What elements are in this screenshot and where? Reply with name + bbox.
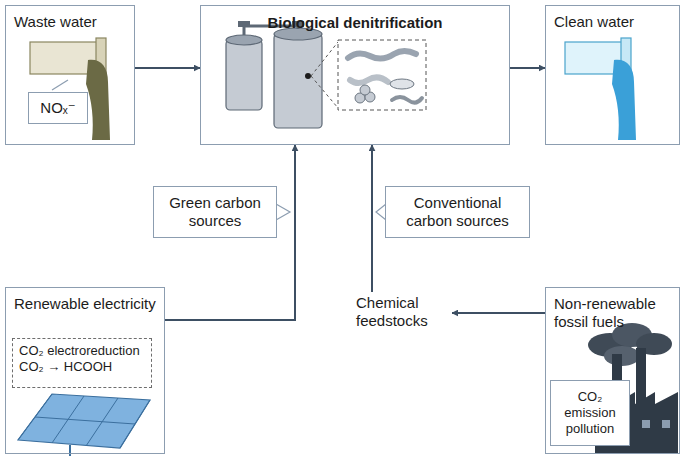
energy-panel: Renewable electricityCO₂ electroreductio… <box>5 287 165 454</box>
solar-panel <box>18 394 150 456</box>
node-text: CO₂ → HCOOH <box>19 359 145 375</box>
process-panel: Biological denitrification <box>200 5 510 145</box>
carbon-callout: Conventional carbon sources <box>385 186 530 238</box>
callout-pointer <box>276 204 290 220</box>
waste-pipe <box>30 38 110 140</box>
node-text: Conventional carbon sources <box>392 194 523 230</box>
fossil-panel: Non-renewable fossil fuelsCO₂ emission p… <box>545 287 680 454</box>
node-text: Clean water <box>546 6 679 31</box>
output-panel: Clean water <box>545 5 680 145</box>
ion-callout: NOₓ⁻ <box>28 92 88 124</box>
node-text: CO₂ electroreduction <box>19 343 145 359</box>
bioreactor <box>226 21 426 128</box>
node-text: Green carbon sources <box>160 194 270 230</box>
node-text: Non-renewable fossil fuels <box>546 288 679 331</box>
node-text: Chemical feedstocks <box>356 294 448 330</box>
reaction-box: CO₂ electroreductionCO₂ → HCOOH <box>12 338 152 388</box>
carbon-callout: Green carbon sources <box>153 186 277 238</box>
flow-arrow <box>371 145 373 292</box>
emission-callout: CO₂ emission pollution <box>550 380 630 446</box>
source-panel: Waste waterNOₓ⁻ <box>5 5 135 145</box>
node-text: CO₂ emission pollution <box>557 389 623 437</box>
flow-arrow <box>510 67 545 69</box>
node-text: Renewable electricity <box>6 288 164 313</box>
flow-arrow <box>135 67 200 69</box>
node-text: Biological denitrification <box>201 6 509 32</box>
flow-arrow <box>452 312 545 314</box>
clean-pipe <box>565 38 636 140</box>
node-text: Waste water <box>6 6 134 31</box>
node-text: NOₓ⁻ <box>40 99 75 117</box>
feedstock-label: Chemical feedstocks <box>352 292 452 334</box>
